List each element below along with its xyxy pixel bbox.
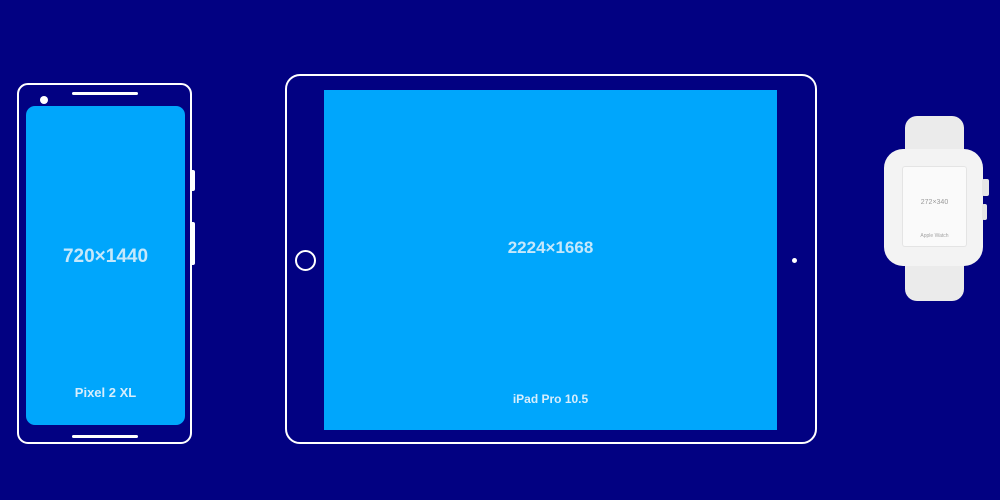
watch-case: 272×340 Apple Watch	[884, 149, 983, 266]
apple-watch-device[interactable]: 272×340 Apple Watch	[884, 116, 990, 301]
pixel-2-xl-device[interactable]: 720×1440 Pixel 2 XL	[17, 83, 192, 444]
apple-watch-resolution: 272×340	[920, 199, 949, 206]
ipad-pro-10-5-name: iPad Pro 10.5	[512, 392, 589, 406]
ipad-pro-10-5-resolution: 2224×1668	[507, 238, 594, 257]
top-speaker-grille	[72, 92, 138, 95]
front-camera-icon	[40, 96, 48, 104]
home-button-icon	[295, 250, 316, 271]
pixel-2-xl-name: Pixel 2 XL	[74, 385, 137, 400]
side-button-icon	[982, 204, 987, 220]
bottom-speaker-grille	[72, 435, 138, 438]
pixel-2-xl-resolution: 720×1440	[62, 246, 149, 267]
power-button-icon	[192, 170, 195, 191]
volume-button-icon	[192, 222, 195, 265]
ipad-pro-10-5-screen[interactable]: 2224×1668 iPad Pro 10.5	[324, 90, 777, 430]
apple-watch-name: Apple Watch	[920, 233, 949, 239]
pixel-2-xl-screen[interactable]: 720×1440 Pixel 2 XL	[26, 106, 185, 425]
apple-watch-screen[interactable]: 272×340 Apple Watch	[902, 166, 967, 247]
ipad-pro-10-5-device[interactable]: 2224×1668 iPad Pro 10.5	[285, 74, 817, 444]
front-camera-icon	[792, 258, 797, 263]
digital-crown-icon	[982, 179, 989, 196]
